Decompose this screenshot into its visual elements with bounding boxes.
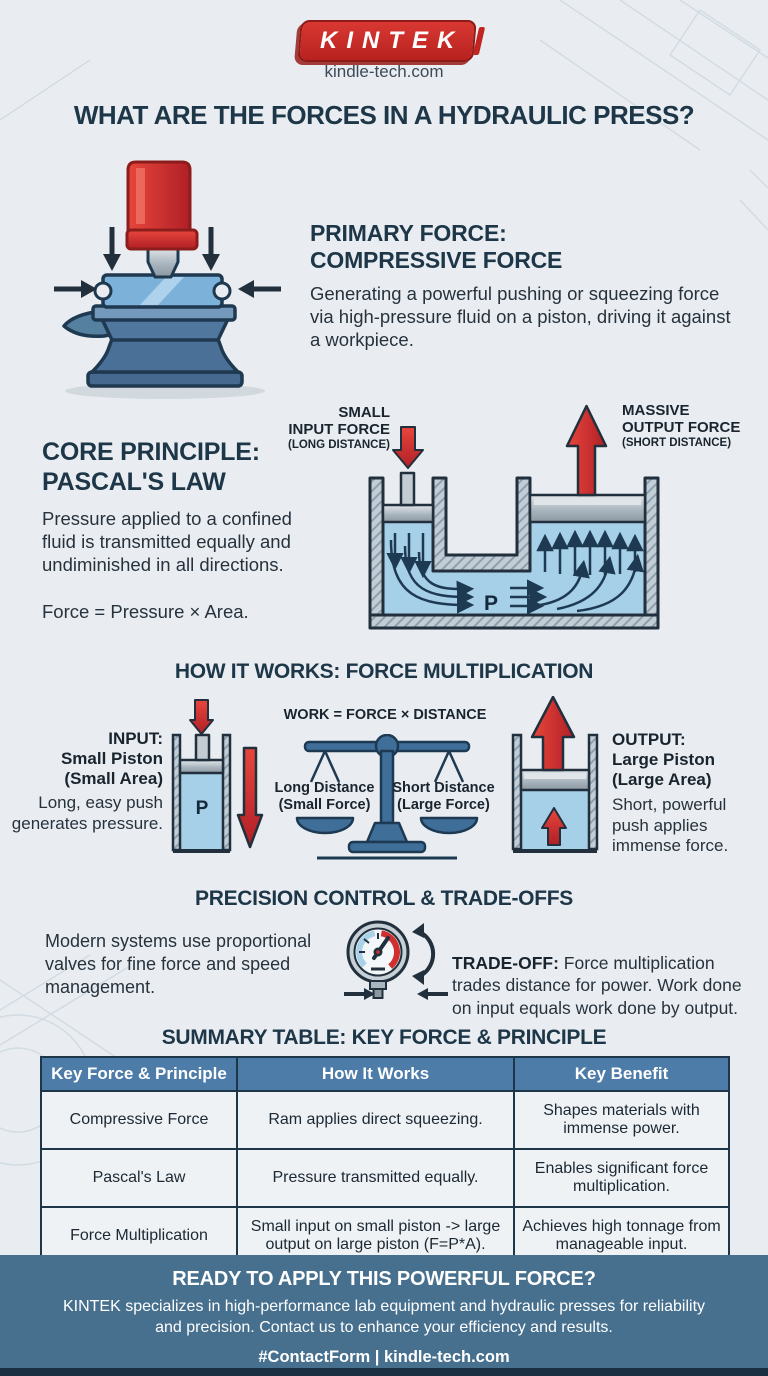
primary-force-section: PRIMARY FORCE: COMPRESSIVE FORCE Generat… (310, 220, 750, 352)
work-formula: WORK = FORCE × DISTANCE (283, 707, 487, 723)
tradeoff-text: Force multiplication trades distance for… (452, 953, 742, 1018)
table-header-key-benefit: Key Benefit (513, 1056, 730, 1092)
table-cell: Pressure transmitted equally. (236, 1148, 515, 1208)
footer-body: KINTEK specializes in high-performance l… (62, 1298, 706, 1336)
precision-title: PRECISION CONTROL & TRADE-OFFS (195, 887, 573, 910)
table-header-row: Key Force & Principle How It Works Key B… (40, 1056, 730, 1092)
summary-title: SUMMARY TABLE: KEY FORCE & PRINCIPLE (161, 1026, 607, 1049)
input-piston-diagram: P (171, 699, 264, 853)
table-header-how-it-works: How It Works (236, 1056, 515, 1092)
input-force-label-block: SMALL INPUT FORCE (LONG DISTANCE) (238, 404, 390, 452)
page-title: WHAT ARE THE FORCES IN A HYDRAULIC PRESS… (73, 100, 695, 130)
pressure-gauge-icon (344, 920, 448, 1000)
tradeoff-text-block: TRADE-OFF: Force multiplication trades d… (452, 930, 747, 1019)
input-force-label: SMALL INPUT FORCE (288, 404, 390, 438)
output-piston-label: OUTPUT: Large Piston (Large Area) (612, 730, 715, 790)
output-force-sub: (SHORT DISTANCE) (622, 436, 732, 449)
hydraulic-press-illustration (54, 160, 281, 399)
table-cell: Enables significant force multiplication… (513, 1148, 730, 1208)
input-force-sub: (LONG DISTANCE) (287, 438, 390, 451)
footer-cta: READY TO APPLY THIS POWERFUL FORCE? KINT… (0, 1255, 768, 1368)
table-cell: Pascal's Law (40, 1148, 238, 1208)
footer-bottom-strip (0, 1368, 768, 1376)
table-cell: Shapes materials with immense power. (513, 1090, 730, 1150)
pressure-symbol: P (484, 592, 498, 615)
primary-force-body: Generating a powerful pushing or squeezi… (310, 283, 731, 351)
input-piston-label: INPUT: Small Piston (Small Area) (60, 729, 163, 789)
balance-scale (295, 734, 479, 860)
table-row: Compressive Force Ram applies direct squ… (40, 1090, 730, 1150)
table-row: Pascal's Law Pressure transmitted equall… (40, 1148, 730, 1208)
footer-title: READY TO APPLY THIS POWERFUL FORCE? (172, 1268, 596, 1290)
kintek-logo: KINTEK (297, 20, 486, 62)
website-text[interactable]: kindle-tech.com (324, 62, 444, 81)
output-piston-diagram (511, 696, 599, 853)
output-force-label: MASSIVE OUTPUT FORCE (622, 402, 741, 436)
summary-table: Key Force & Principle How It Works Key B… (40, 1056, 730, 1266)
scale-right-label: Short Distance (Large Force) (392, 780, 495, 813)
pascal-heading: CORE PRINCIPLE: PASCAL'S LAW (42, 438, 260, 496)
scale-left-label: Long Distance (Small Force) (274, 780, 375, 813)
pascal-section: CORE PRINCIPLE: PASCAL'S LAW Pressure ap… (42, 437, 342, 624)
table-cell: Compressive Force (40, 1090, 238, 1150)
tradeoff-label: TRADE-OFF: (452, 953, 559, 974)
primary-force-heading: PRIMARY FORCE: COMPRESSIVE FORCE (310, 220, 563, 274)
how-it-works-title: HOW IT WORKS: FORCE MULTIPLICATION (174, 660, 594, 683)
output-force-label-block: MASSIVE OUTPUT FORCE (SHORT DISTANCE) (622, 402, 768, 450)
input-piston-body: Long, easy push generates pressure. (11, 793, 163, 833)
table-cell: Ram applies direct squeezing. (236, 1090, 515, 1150)
pascal-diagram: P (368, 404, 660, 630)
pascal-formula: Force = Pressure × Area. (42, 600, 249, 622)
table-header-key-force: Key Force & Principle (40, 1056, 238, 1092)
precision-left-text: Modern systems use proportional valves f… (45, 931, 312, 998)
footer-contact[interactable]: #ContactForm | kindle-tech.com (258, 1347, 510, 1366)
pascal-body: Pressure applied to a confined fluid is … (42, 508, 292, 575)
output-piston-body: Short, powerful push applies immense for… (612, 795, 729, 856)
input-pressure-symbol: P (196, 798, 209, 819)
logo-sliver (472, 27, 486, 55)
logo-text: KINTEK (319, 27, 464, 54)
